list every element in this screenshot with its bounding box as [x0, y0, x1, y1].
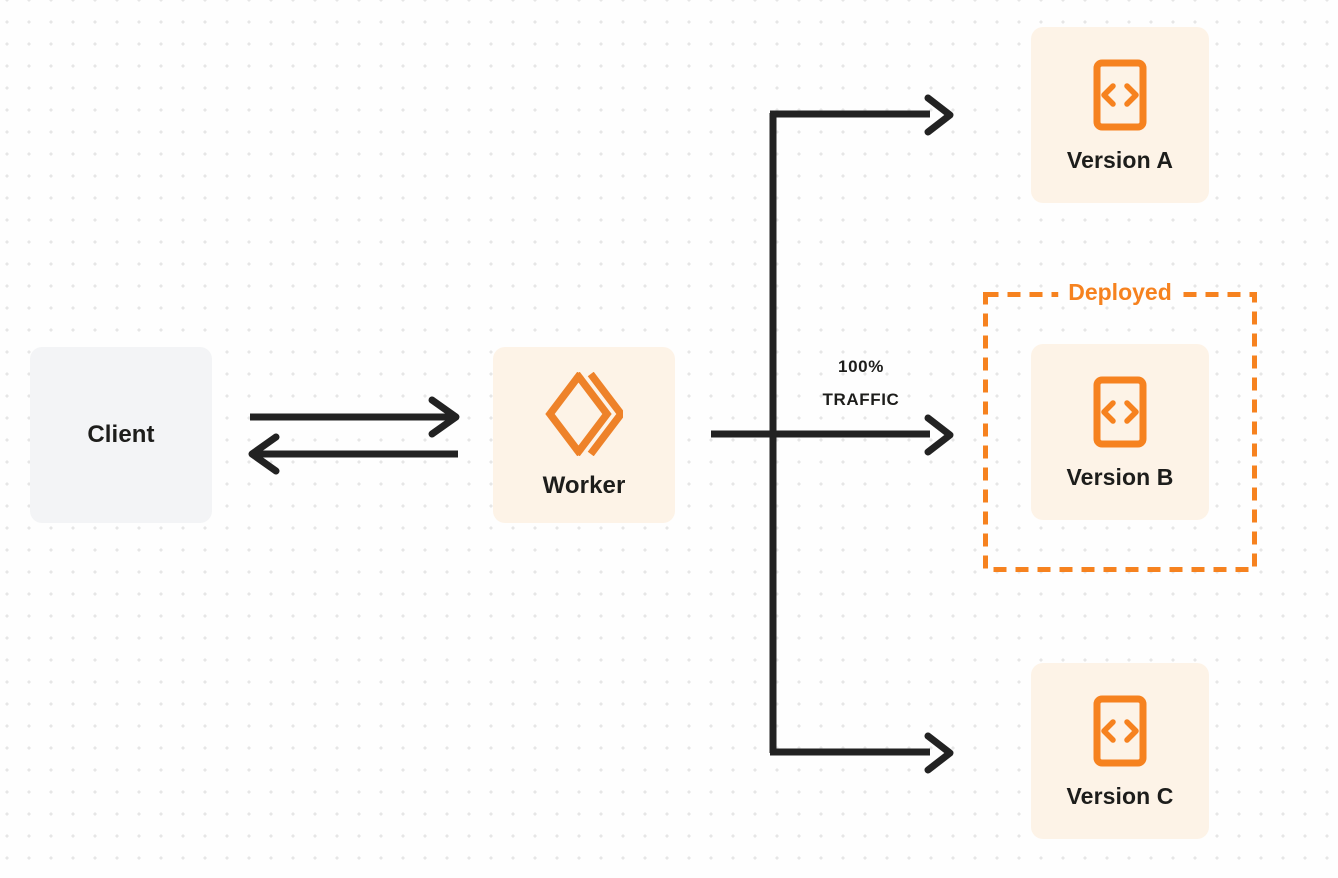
deployed-dashed-border — [983, 292, 1257, 572]
code-file-icon — [1093, 376, 1147, 448]
node-client[interactable]: Client — [30, 347, 212, 523]
cloudflare-workers-icon — [545, 371, 626, 457]
traffic-label: 100% TRAFFIC — [786, 350, 936, 416]
node-version-c-label: Version C — [1066, 782, 1174, 809]
node-worker-label: Worker — [542, 472, 626, 499]
edge-worker-trunk — [711, 113, 930, 753]
deployed-group-label: Deployed — [1058, 278, 1182, 306]
node-version-a-label: Version A — [1066, 146, 1174, 173]
traffic-percent: 100% — [838, 357, 884, 376]
node-worker[interactable]: Worker — [493, 347, 675, 523]
code-file-icon — [1093, 59, 1147, 131]
deployed-group: Deployed — [983, 278, 1257, 572]
node-version-a[interactable]: Version A — [1031, 27, 1209, 203]
node-client-label: Client — [87, 421, 155, 448]
traffic-unit: TRAFFIC — [822, 390, 900, 409]
node-version-b-label: Version B — [1066, 463, 1174, 490]
edge-worker-to-version-c — [770, 732, 954, 774]
edge-client-to-worker — [250, 396, 460, 438]
edge-worker-to-client — [248, 433, 458, 475]
node-version-b[interactable]: Version B — [1031, 344, 1209, 520]
edge-worker-to-version-a — [770, 94, 954, 136]
edge-worker-to-version-b — [924, 414, 954, 456]
node-version-c[interactable]: Version C — [1031, 663, 1209, 839]
code-file-icon — [1093, 695, 1147, 767]
